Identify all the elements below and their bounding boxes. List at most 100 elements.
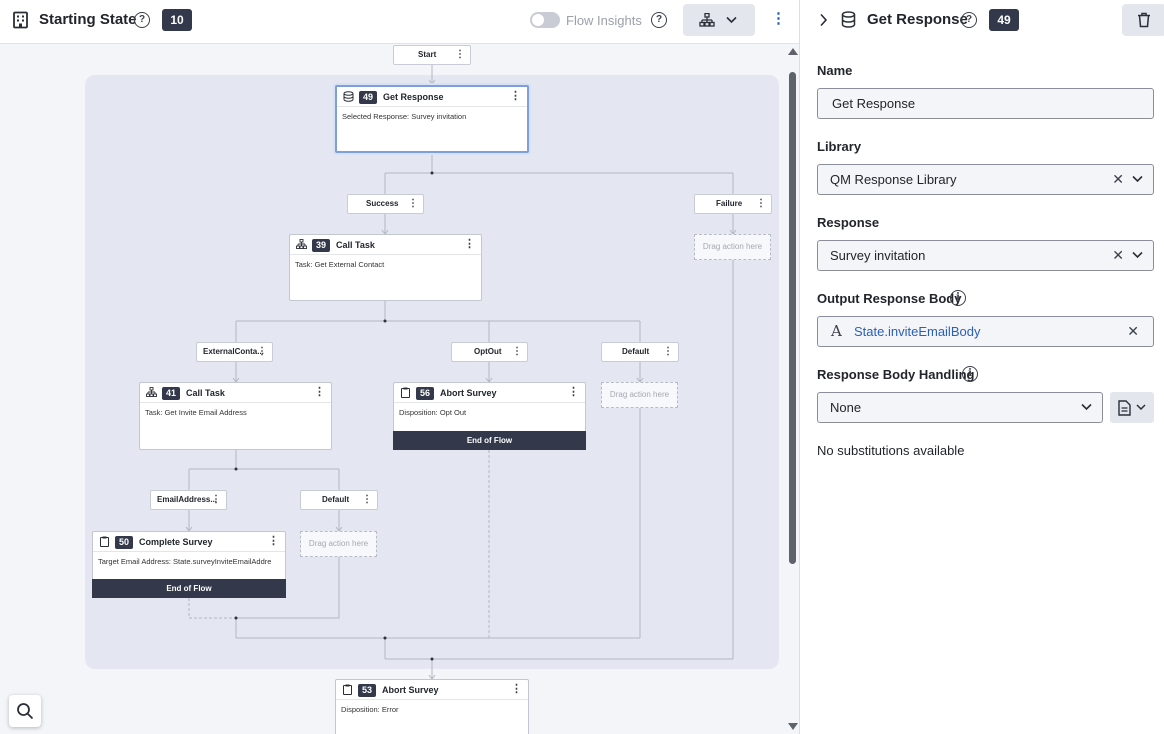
kebab-icon[interactable]: ⋮ (257, 346, 267, 357)
node-title: Call Task (186, 388, 225, 398)
get-response-node[interactable]: 49 Get Response ⋮ Selected Response: Sur… (335, 85, 529, 153)
branch-default-pill[interactable]: Default⋮ (601, 342, 679, 362)
branch-email-address-pill[interactable]: EmailAddress...⋮ (150, 490, 227, 510)
flow-insights-help-icon[interactable]: ? (651, 12, 667, 28)
delete-action-button[interactable] (1122, 4, 1164, 36)
kebab-icon[interactable]: ⋮ (511, 683, 522, 695)
library-label: Library (817, 139, 862, 154)
sitemap-icon (699, 13, 715, 27)
node-description: Selected Response: Survey invitation (342, 112, 467, 121)
handling-value: None (830, 400, 862, 415)
node-title: Call Task (336, 240, 375, 250)
clipboard-icon (343, 684, 352, 695)
kebab-icon[interactable]: ⋮ (268, 535, 279, 547)
branch-failure-pill[interactable]: Failure ⋮ (694, 194, 772, 214)
output-response-body-field[interactable]: A State.inviteEmailBody ✕ (817, 316, 1154, 347)
output-variable-value: State.inviteEmailBody (854, 324, 981, 339)
canvas-search-button[interactable] (9, 695, 41, 727)
drop-zone-default-2[interactable]: Drag action here (300, 531, 377, 557)
branch-optout-pill[interactable]: OptOut ⋮ (451, 342, 528, 362)
variable-icon: A (831, 322, 842, 340)
node-header: 49 Get Response ⋮ (337, 87, 527, 107)
flow-header: Starting State ? 10 Flow Insights ? ⋮ (0, 0, 799, 44)
drop-zone-default[interactable]: Drag action here (601, 382, 678, 408)
start-label: Start (418, 50, 437, 59)
end-of-flow-bar: End of Flow (92, 579, 286, 598)
trash-icon (1138, 12, 1150, 28)
branch-label: EmailAddress... (157, 495, 218, 504)
clear-icon[interactable]: ✕ (1112, 247, 1124, 263)
chevron-down-icon[interactable] (1132, 175, 1143, 183)
kebab-icon[interactable]: ⋮ (568, 386, 579, 398)
help-icon[interactable]: ? (961, 12, 977, 28)
database-icon (841, 11, 856, 28)
kebab-icon[interactable]: ⋮ (512, 346, 522, 357)
kebab-icon[interactable]: ⋮ (510, 90, 521, 102)
response-value: Survey invitation (830, 248, 926, 263)
node-description: Task: Get External Contact (295, 260, 385, 269)
sitemap-icon (146, 387, 157, 397)
drop-zone-failure[interactable]: Drag action here (694, 234, 771, 260)
properties-panel: Get Response ? 49 Name Get Response Libr… (799, 0, 1164, 734)
library-value: QM Response Library (830, 172, 957, 187)
library-select[interactable]: QM Response Library ✕ (817, 164, 1154, 195)
kebab-icon[interactable]: ⋮ (362, 494, 372, 505)
complete-survey-node[interactable]: 50 Complete Survey ⋮ Target Email Addres… (92, 531, 286, 598)
branch-label: Failure (716, 199, 743, 208)
flow-connectors (185, 65, 737, 680)
node-id-badge: 49 (359, 91, 377, 104)
state-title: Starting State (39, 11, 137, 28)
name-value: Get Response (832, 96, 916, 111)
branch-label: OptOut (474, 347, 502, 356)
kebab-icon[interactable]: ⋮ (408, 198, 418, 209)
call-task-node[interactable]: 41 Call Task ⋮ Task: Get Invite Email Ad… (139, 382, 332, 450)
response-label: Response (817, 215, 880, 230)
end-of-flow-bar: End of Flow (393, 431, 586, 450)
flow-insights-toggle[interactable] (530, 12, 560, 28)
kebab-icon[interactable]: ⋮ (464, 238, 475, 250)
branch-label: Default (322, 495, 350, 504)
clear-icon[interactable]: ✕ (1112, 171, 1124, 187)
clipboard-icon (100, 536, 109, 547)
kebab-icon[interactable]: ⋮ (455, 49, 465, 60)
document-menu-button[interactable] (1110, 392, 1154, 423)
node-title: Get Response (383, 92, 444, 102)
kebab-icon[interactable]: ⋮ (314, 386, 325, 398)
chevron-down-icon[interactable] (1132, 251, 1143, 259)
header-kebab-icon[interactable]: ⋮ (771, 10, 786, 27)
building-icon (13, 11, 28, 29)
abort-survey-node-error[interactable]: 53 Abort Survey ⋮ Disposition: Error (335, 679, 529, 734)
chevron-right-icon[interactable] (819, 13, 828, 27)
kebab-icon[interactable]: ⋮ (663, 346, 673, 357)
node-description: Disposition: Opt Out (399, 408, 467, 417)
kebab-icon[interactable]: ⋮ (756, 198, 766, 209)
name-label: Name (817, 63, 853, 78)
branch-external-contact-pill[interactable]: ExternalConta...⋮ (196, 342, 273, 362)
flow-canvas[interactable]: Start ⋮ 49 Get Response ⋮ Selected Respon… (0, 44, 787, 734)
kebab-icon[interactable]: ⋮ (211, 494, 221, 505)
info-icon[interactable]: i (950, 290, 966, 306)
branch-default-pill-2[interactable]: Default ⋮ (300, 490, 378, 510)
abort-survey-node[interactable]: 56 Abort Survey ⋮ Disposition: Opt Out E… (393, 382, 586, 450)
clear-icon[interactable]: ✕ (1127, 323, 1139, 339)
branch-success-pill[interactable]: Success ⋮ (347, 194, 424, 214)
layout-dropdown-button[interactable] (683, 4, 755, 36)
response-select[interactable]: Survey invitation ✕ (817, 240, 1154, 271)
response-body-handling-select[interactable]: None (817, 392, 1103, 423)
node-title: Abort Survey (382, 685, 439, 695)
branch-label: Success (366, 199, 399, 208)
clipboard-icon (401, 387, 410, 398)
info-icon[interactable]: i (962, 366, 978, 382)
panel-title: Get Response (867, 11, 968, 28)
scroll-down-arrow-icon[interactable] (788, 723, 798, 730)
name-field[interactable]: Get Response (817, 88, 1154, 119)
chevron-down-icon[interactable] (1081, 403, 1092, 411)
help-icon[interactable]: ? (134, 12, 150, 28)
action-id-badge: 49 (989, 9, 1019, 31)
start-node[interactable]: Start ⋮ (393, 45, 471, 65)
scrollbar-thumb[interactable] (789, 72, 796, 564)
response-body-handling-label: Response Body Handling (817, 367, 975, 382)
call-task-node[interactable]: 39 Call Task ⋮ Task: Get External Contac… (289, 234, 482, 301)
scroll-up-arrow-icon[interactable] (788, 48, 798, 55)
canvas-scrollbar[interactable] (787, 44, 799, 734)
